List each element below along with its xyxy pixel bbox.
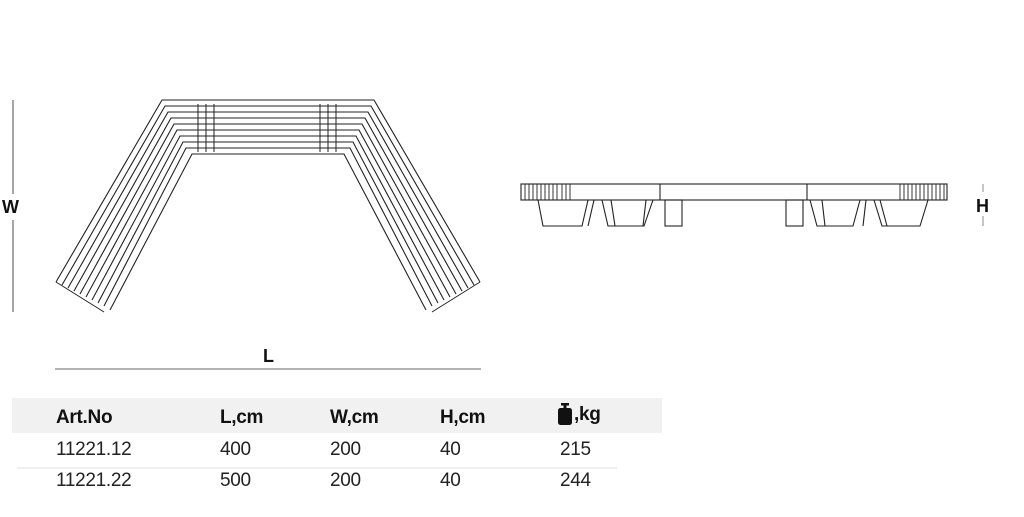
bench-top-view-icon: [12, 99, 481, 370]
cell-art-no: 11221.12: [56, 439, 132, 460]
spec-table: Art.No L,cm W,cm H,cm ,kg 11221.12 400 2…: [12, 398, 662, 495]
bench-side-view-icon: [520, 183, 984, 227]
column-header-width: W,cm: [330, 407, 379, 428]
cell-length: 500: [220, 470, 251, 491]
row-divider: [17, 467, 617, 469]
table-row: 11221.12 400 200 40 215: [12, 433, 662, 464]
column-header-art-no: Art.No: [56, 407, 113, 428]
cell-weight: 244: [560, 470, 591, 491]
weight-unit-label: ,kg: [574, 404, 601, 425]
cell-width: 200: [330, 470, 361, 491]
table-row: 11221.22 500 200 40 244: [12, 464, 662, 495]
top-view-drawing: W L: [0, 90, 500, 380]
cell-width: 200: [330, 439, 361, 460]
cell-weight: 215: [560, 439, 591, 460]
height-dimension-label: H: [976, 196, 989, 216]
weight-icon: [558, 403, 572, 425]
column-header-weight: ,kg: [556, 402, 601, 426]
column-header-length: L,cm: [220, 407, 264, 428]
column-header-height: H,cm: [440, 407, 486, 428]
side-view-drawing: H: [510, 170, 1010, 240]
cell-length: 400: [220, 439, 251, 460]
table-header: Art.No L,cm W,cm H,cm ,kg: [12, 398, 662, 433]
width-dimension-label: W: [2, 197, 19, 217]
cell-height: 40: [440, 439, 461, 460]
cell-art-no: 11221.22: [56, 470, 132, 491]
cell-height: 40: [440, 470, 461, 491]
length-dimension-label: L: [263, 346, 274, 366]
